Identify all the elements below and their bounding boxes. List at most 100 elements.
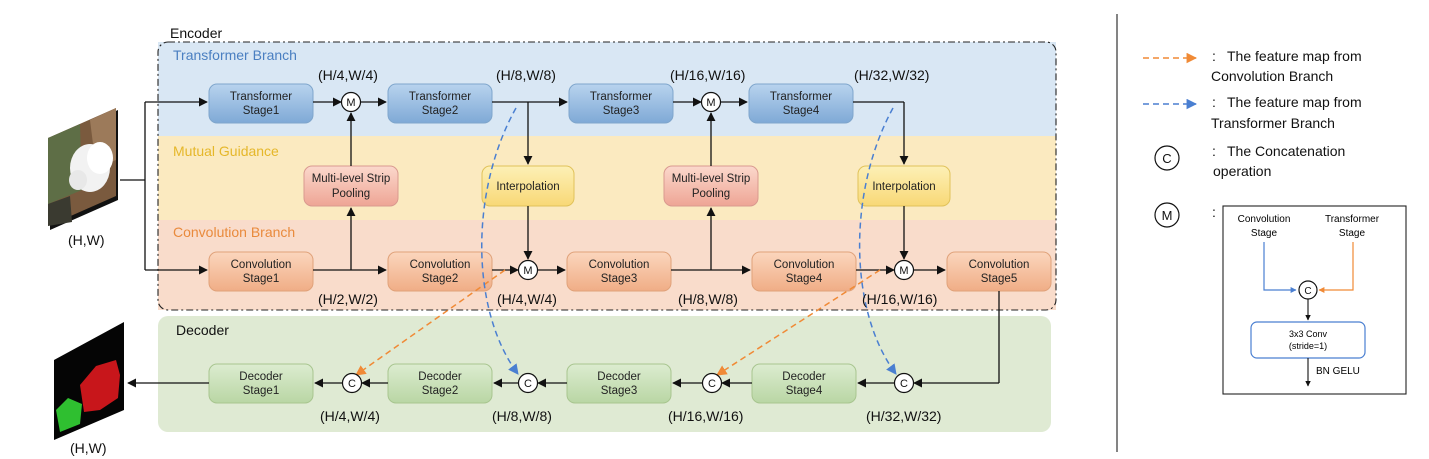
convolution-stage-3: Convolution Stage3: [566, 251, 672, 292]
svg-text:Interpolation: Interpolation: [496, 181, 559, 193]
svg-text:Stage5: Stage5: [981, 273, 1017, 285]
merge-op-4: M: [893, 259, 915, 281]
dim-c4: (H/16,W/16): [862, 291, 937, 307]
merge-inset: Convolution Stage Transformer Stage C 3x…: [1222, 205, 1407, 395]
merge-op-3: M: [517, 259, 539, 281]
svg-text:Multi-level Strip: Multi-level Strip: [312, 173, 391, 185]
decoder-stage-2: Decoder Stage2: [387, 363, 493, 404]
merge-op-1: M: [340, 91, 362, 113]
decoder-stage-3: Decoder Stage3: [566, 363, 672, 404]
transformer-stage-1: Transformer Stage1: [208, 83, 314, 124]
svg-text:Stage1: Stage1: [243, 105, 279, 117]
svg-text:Convolution: Convolution: [1238, 214, 1291, 225]
svg-text::: :: [1212, 48, 1216, 64]
svg-text:Convolution: Convolution: [589, 259, 650, 271]
legend-blue: : The feature map from Transformer Branc…: [1143, 94, 1362, 131]
orange-feature-arrows: [355, 269, 881, 376]
dim-d1: (H/4,W/4): [320, 408, 380, 424]
convolution-stage-1: Convolution Stage1: [208, 251, 314, 292]
legend: : The feature map from Convolution Branc…: [1143, 48, 1407, 395]
decoder-label: Decoder: [176, 322, 229, 338]
svg-text:M: M: [523, 265, 532, 277]
output-dim: (H,W): [70, 440, 107, 456]
svg-text:The feature map from: The feature map from: [1227, 94, 1362, 110]
transformer-stage-3: Transformer Stage3: [568, 83, 674, 124]
convolution-stage-5: Convolution Stage5: [946, 251, 1052, 292]
transformer-stage-4: Transformer Stage4: [748, 83, 854, 124]
svg-text:Transformer: Transformer: [1325, 214, 1380, 225]
svg-text:Stage2: Stage2: [422, 105, 458, 117]
svg-text:Stage3: Stage3: [601, 385, 637, 397]
svg-text:Transformer Branch: Transformer Branch: [1211, 115, 1335, 131]
encoder-border: [157, 41, 1057, 311]
svg-text:Stage3: Stage3: [603, 105, 639, 117]
svg-text:Decoder: Decoder: [597, 371, 641, 383]
concat-op-3: C: [701, 372, 723, 394]
svg-text:Convolution: Convolution: [231, 259, 292, 271]
svg-text:Stage4: Stage4: [786, 385, 823, 397]
svg-text::: :: [1212, 143, 1216, 159]
svg-text:Pooling: Pooling: [332, 188, 370, 200]
interpolation-2: Interpolation: [857, 165, 951, 207]
transformer-stage-2: Transformer Stage2: [387, 83, 493, 124]
svg-text::: :: [1212, 94, 1216, 110]
output-mask: [54, 322, 124, 440]
concat-op-1: C: [341, 372, 363, 394]
svg-text:M: M: [1162, 208, 1173, 223]
svg-text:Decoder: Decoder: [782, 371, 826, 383]
transformer-branch-label: Transformer Branch: [173, 47, 297, 63]
svg-text:M: M: [346, 97, 355, 109]
svg-text:Decoder: Decoder: [239, 371, 283, 383]
mutual-guidance-label: Mutual Guidance: [173, 143, 279, 159]
svg-text:Transformer: Transformer: [770, 91, 832, 103]
svg-text:C: C: [348, 378, 356, 390]
interpolation-1: Interpolation: [481, 165, 575, 207]
dim-t2: (H/8,W/8): [496, 67, 556, 83]
svg-text:M: M: [899, 265, 908, 277]
svg-text:Multi-level Strip: Multi-level Strip: [672, 173, 751, 185]
svg-text:Transformer: Transformer: [590, 91, 652, 103]
svg-text:Stage1: Stage1: [243, 385, 279, 397]
svg-text:Stage: Stage: [1251, 228, 1278, 239]
svg-text:Stage2: Stage2: [422, 273, 458, 285]
strip-pooling-2: Multi-level Strip Pooling: [663, 165, 759, 207]
convolution-stage-4: Convolution Stage4: [751, 251, 857, 292]
merge-op-2: M: [700, 91, 722, 113]
svg-text:3x3 Conv: 3x3 Conv: [1289, 329, 1328, 339]
svg-text:Stage3: Stage3: [601, 273, 637, 285]
svg-text:The Concatenation: The Concatenation: [1227, 143, 1345, 159]
input-image: [48, 108, 118, 230]
svg-text:(stride=1): (stride=1): [1289, 341, 1327, 351]
svg-text:BN GELU: BN GELU: [1316, 366, 1360, 377]
svg-text:C: C: [708, 378, 716, 390]
svg-text:Stage2: Stage2: [422, 385, 458, 397]
svg-text:Transformer: Transformer: [409, 91, 471, 103]
svg-text:Convolution Branch: Convolution Branch: [1211, 68, 1333, 84]
dim-d3: (H/16,W/16): [668, 408, 743, 424]
input-dim: (H,W): [68, 232, 105, 248]
dim-c2: (H/4,W/4): [497, 291, 557, 307]
dim-t1: (H/4,W/4): [318, 67, 378, 83]
svg-text:Pooling: Pooling: [692, 188, 730, 200]
legend-merge: M :: [1154, 202, 1216, 228]
legend-concat: C : The Concatenation operation: [1154, 143, 1345, 179]
decoder-stage-4: Decoder Stage4: [751, 363, 857, 404]
svg-text:C: C: [524, 378, 532, 390]
svg-text:Convolution: Convolution: [774, 259, 835, 271]
svg-text:operation: operation: [1213, 163, 1271, 179]
svg-text:Stage4: Stage4: [786, 273, 823, 285]
decoder-stage-1: Decoder Stage1: [208, 363, 314, 404]
dim-t3: (H/16,W/16): [670, 67, 745, 83]
convolution-branch-label: Convolution Branch: [173, 224, 295, 240]
concat-op-4: C: [893, 372, 915, 394]
dim-d2: (H/8,W/8): [492, 408, 552, 424]
strip-pooling-1: Multi-level Strip Pooling: [303, 165, 399, 207]
svg-text:Convolution: Convolution: [410, 259, 471, 271]
blue-feature-arrows: [481, 107, 897, 375]
legend-orange: : The feature map from Convolution Branc…: [1143, 48, 1362, 84]
svg-text:The feature map from: The feature map from: [1227, 48, 1362, 64]
dim-c1: (H/2,W/2): [318, 291, 378, 307]
svg-text:C: C: [900, 378, 908, 390]
convolution-stage-2: Convolution Stage2: [387, 251, 493, 292]
